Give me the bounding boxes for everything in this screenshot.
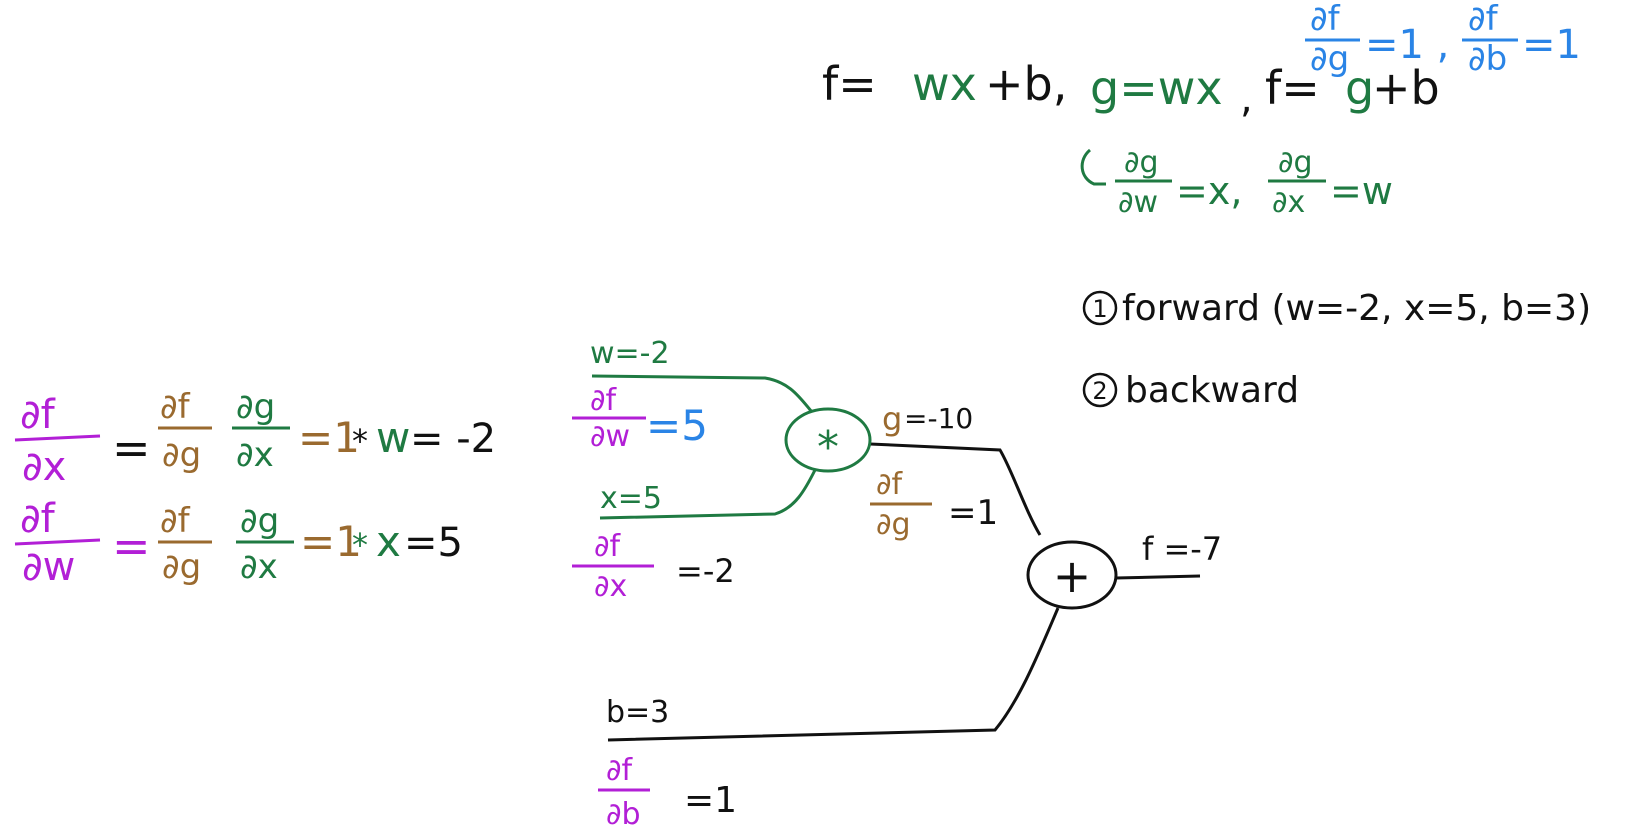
lhs1-denominator: ∂x (22, 444, 66, 490)
lhs2-denominator: ∂w (22, 544, 75, 590)
dg-dw-denominator: ∂w (1118, 185, 1158, 220)
computation-graph: * + w=-2 ∂f ∂w =5 x=5 ∂f ∂x =-2 b=3 ∂f ∂… (572, 336, 1222, 832)
row1-b-numerator: ∂g (236, 387, 275, 427)
row2-times: * (352, 526, 368, 564)
df-dg-value: =1 , (1365, 22, 1449, 68)
eq-g-definition: g=wx (1090, 61, 1223, 115)
eq-f-label: f= (822, 57, 877, 111)
eq-wx-term: wx (912, 57, 977, 111)
lhs1-bar (14, 434, 101, 442)
eq-plus-b: +b, (985, 57, 1067, 111)
eq-b-second: +b (1372, 61, 1440, 115)
chain-rule-row-1: ∂f ∂x = ∂f ∂g ∂g ∂x =1 * w = -2 (14, 387, 496, 490)
dg-dw-value: =x, (1176, 169, 1242, 213)
chain-rule-row-2: ∂f ∂w = ∂f ∂g ∂g ∂x =1 * x =5 (14, 496, 463, 590)
db-denominator: ∂b (606, 797, 641, 832)
x-input-label: x=5 (600, 481, 662, 516)
step-1-circle-icon (1082, 290, 1118, 326)
dg-dw-numerator: ∂g (1124, 145, 1159, 180)
dg-numerator: ∂f (876, 467, 904, 502)
b-input-label: b=3 (606, 695, 669, 730)
dx-denominator: ∂x (594, 569, 627, 604)
row1-b-denominator: ∂x (236, 435, 274, 475)
dx-value: =-2 (676, 552, 735, 590)
df-db-denominator: ∂b (1468, 39, 1507, 79)
w-input-label: w=-2 (590, 336, 670, 371)
add-node (1026, 540, 1118, 610)
row1-result: = -2 (410, 416, 496, 462)
edge-mul-to-add (869, 442, 1042, 536)
dg-dx-denominator: ∂x (1272, 185, 1305, 220)
db-value: =1 (684, 780, 737, 821)
df-dg-denominator: ∂g (1310, 39, 1349, 79)
row2-a-denominator: ∂g (162, 547, 201, 587)
db-numerator: ∂f (606, 753, 634, 788)
row2-result: =5 (404, 520, 463, 566)
row2-b-numerator: ∂g (240, 501, 279, 541)
dg-value: =1 (948, 493, 998, 533)
row1-times: * (352, 422, 368, 460)
eq-g-second: g (1345, 61, 1374, 115)
step-2-label: backward (1125, 370, 1299, 411)
lhs1-numerator: ∂f (20, 392, 56, 438)
edge-w-to-mul (591, 374, 814, 413)
dg-dx-value: =w (1330, 169, 1393, 213)
eq-f-second: f= (1265, 61, 1320, 115)
lhs2-bar (14, 538, 101, 546)
row2-one: =1 (300, 517, 362, 566)
step-1-label: forward (w=-2, x=5, b=3) (1122, 288, 1591, 329)
lhs2-numerator: ∂f (20, 496, 56, 542)
dg-denominator: ∂g (876, 507, 911, 542)
row2-var: x (376, 517, 401, 566)
step-2-number: 2 (1092, 377, 1107, 405)
arrow-hook-icon (1080, 148, 1106, 186)
g-label: g (882, 400, 902, 438)
dw-value: =5 (646, 401, 708, 450)
row1-one: =1 (298, 413, 360, 462)
f-output-label: f =-7 (1142, 530, 1222, 568)
row1-a-numerator: ∂f (160, 387, 191, 427)
dx-numerator: ∂f (594, 529, 622, 564)
g-value: =-10 (904, 402, 973, 435)
steps-list: 1 forward (w=-2, x=5, b=3) 2 backward (1082, 288, 1591, 411)
multiply-symbol: * (817, 422, 839, 473)
row1-a-denominator: ∂g (162, 435, 201, 475)
df-dg-numerator: ∂f (1310, 0, 1341, 39)
edge-b-to-add (607, 607, 1060, 742)
step-1-number: 1 (1092, 295, 1107, 323)
dg-dx-numerator: ∂g (1278, 145, 1313, 180)
df-db-value: =1 (1522, 22, 1581, 68)
row2-b-denominator: ∂x (240, 547, 278, 587)
step-2-circle-icon (1082, 372, 1118, 408)
dw-denominator: ∂w (590, 419, 630, 454)
edge-x-to-mul (599, 469, 817, 520)
row2-a-numerator: ∂f (160, 501, 191, 541)
add-symbol: + (1053, 549, 1092, 603)
edge-add-output (1115, 574, 1201, 580)
row1-equals: = (112, 421, 151, 475)
row1-var: w (376, 413, 410, 462)
row2-equals: = (112, 519, 151, 573)
eq-comma: , (1240, 76, 1253, 122)
dw-numerator: ∂f (590, 383, 618, 418)
df-db-numerator: ∂f (1468, 0, 1499, 39)
top-equations: f= wx +b, g=wx , f= g +b ∂f ∂g =1 , ∂f ∂… (822, 0, 1581, 220)
multiply-node (784, 407, 872, 473)
